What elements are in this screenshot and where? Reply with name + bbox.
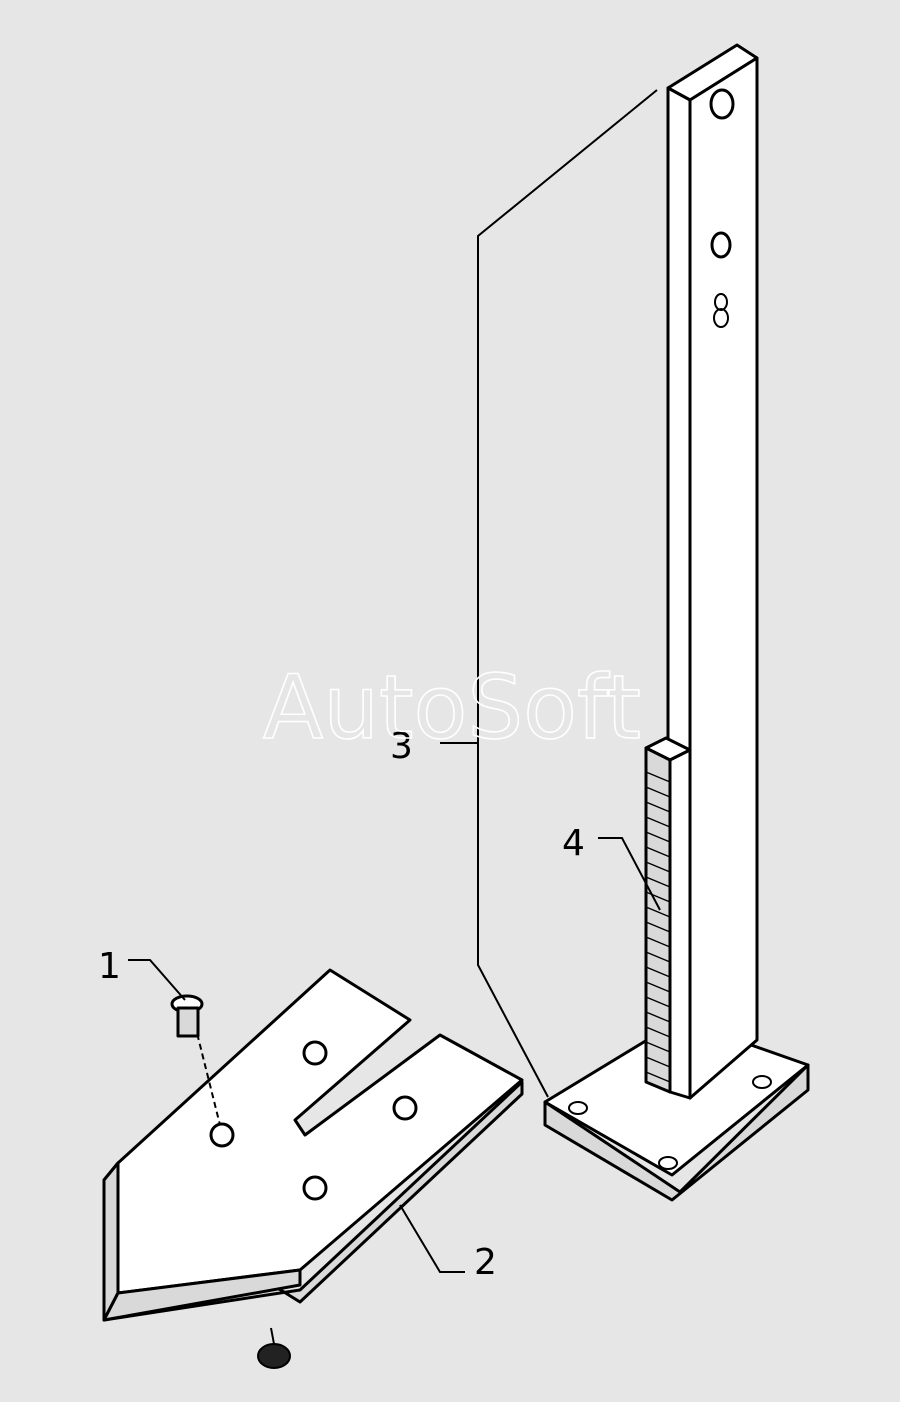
strip-segment: [645, 786, 671, 798]
mount-hole: [752, 1075, 772, 1089]
strip-segment: [645, 921, 671, 933]
strip-segment: [645, 891, 671, 903]
strip-segment: [645, 951, 671, 963]
strip-segment: [645, 1071, 671, 1083]
strip-segment: [645, 801, 671, 813]
wear-strip: [644, 736, 692, 1100]
strip-segment: [645, 771, 671, 783]
watermark: AutoSoft: [263, 656, 641, 759]
callout-1: 1: [98, 946, 121, 987]
strip-segment: [645, 1041, 671, 1053]
strip-segment: [645, 906, 671, 918]
adjust-hole: [713, 308, 729, 328]
strip-segment: [645, 816, 671, 828]
strip-segment: [645, 981, 671, 993]
strip-segment: [645, 1011, 671, 1023]
strip-segment: [645, 876, 671, 888]
callout-2: 2: [474, 1242, 497, 1283]
bolt-hole: [302, 1175, 328, 1201]
callout-4: 4: [562, 823, 585, 864]
nut: [257, 1327, 291, 1369]
mount-hole: [568, 1101, 588, 1115]
strip-segment: [645, 831, 671, 843]
strip-segment: [645, 996, 671, 1008]
mount-hole: [658, 1156, 678, 1170]
bolt-shank: [176, 1006, 200, 1038]
strip-segment: [645, 1056, 671, 1068]
strip-segment: [645, 936, 671, 948]
bolt: [170, 994, 221, 1126]
post-base-plate: [543, 1018, 810, 1202]
bolt-hole: [392, 1095, 418, 1121]
bolt-hole: [302, 1040, 328, 1066]
bolt-hole: [209, 1122, 235, 1148]
leader-lines: [128, 742, 661, 1273]
adjust-hole: [710, 231, 732, 259]
adjust-hole: [709, 88, 735, 120]
callout-3: 3: [390, 726, 413, 767]
strip-segment: [645, 1026, 671, 1038]
blade-panel: [477, 89, 658, 1098]
strip-segment: [645, 966, 671, 978]
strip-segment: [645, 846, 671, 858]
sweep-plate: [102, 968, 524, 1322]
strip-segment: [645, 861, 671, 873]
vertical-post: [666, 43, 759, 1100]
